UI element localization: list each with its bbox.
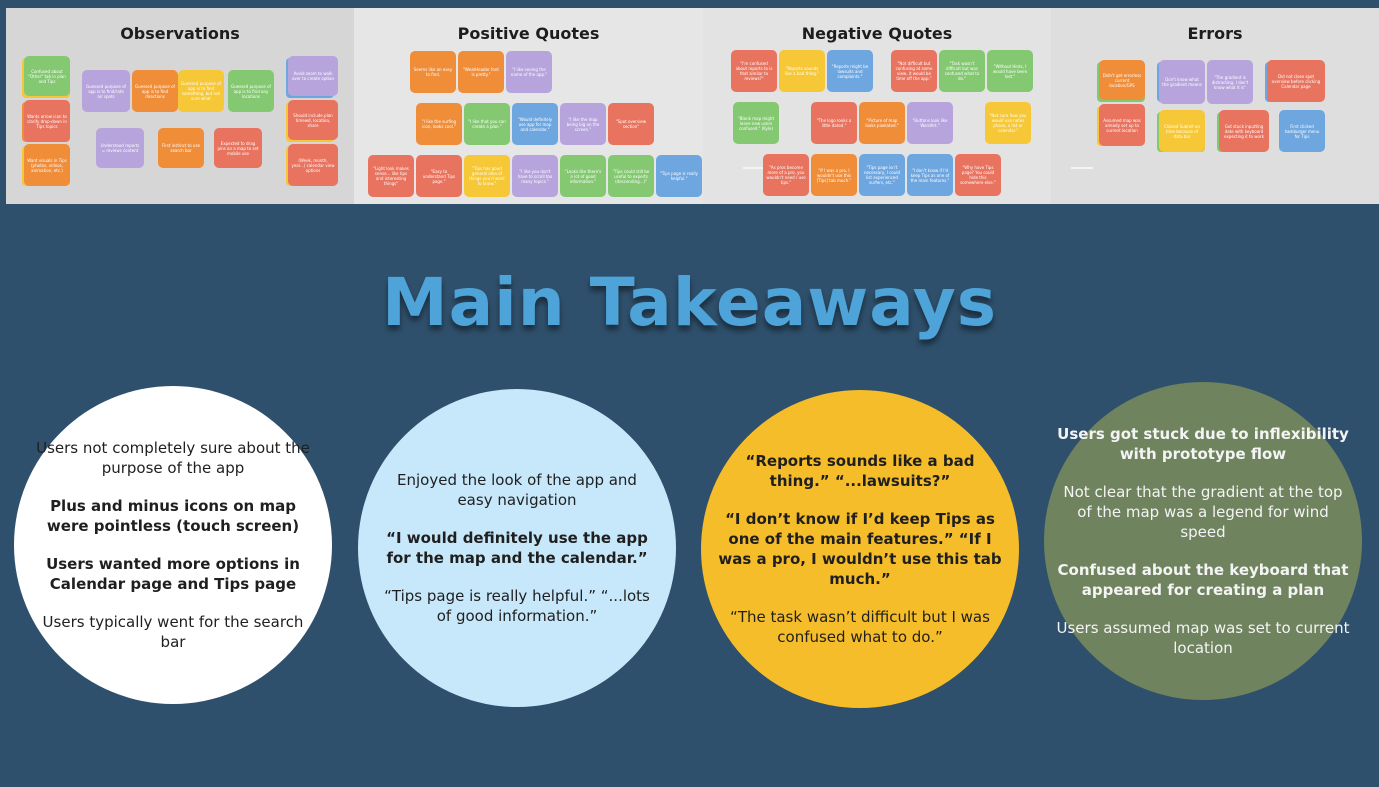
sticky-note: "The logo looks a little dated." — [811, 102, 857, 144]
sticky-note: "I don't know if I'd keep Tips as one of… — [907, 154, 953, 196]
sticky-note: "Tips could still be useful to experts (… — [608, 155, 654, 197]
sticky-note: "I like the map being big on the screen.… — [560, 103, 606, 145]
sticky-note: "Looks like there's a lot of good inform… — [560, 155, 606, 197]
board-positive-quotes: Positive Quotes Seems like an easy to fi… — [354, 8, 703, 204]
sticky-note: "Not sure how you would use notes phase,… — [985, 102, 1031, 144]
sticky-note: "WeatHeader font is pretty." — [458, 51, 504, 93]
takeaway-text: “I don’t know if I’d keep Tips as one of… — [718, 510, 1002, 588]
takeaway-text: Users assumed map was set to current loc… — [1056, 619, 1350, 657]
sticky-note: Got stuck inputting date with keyboard e… — [1219, 110, 1269, 152]
takeaway-text: “Tips page is really helpful.” “...lots … — [384, 587, 650, 625]
board-errors: Errors Didn't get errorless current loca… — [1051, 8, 1379, 204]
sticky-note: (Week, month, year...) calendar view opt… — [288, 144, 338, 186]
takeaway-text: Users not completely sure about the purp… — [36, 439, 310, 477]
takeaway-circle-negative: “Reports sounds like a bad thing.” “...l… — [701, 390, 1019, 708]
sticky-note: "As pros become more of a pro, you would… — [763, 154, 809, 196]
sticky-note: "If I was a pro, I wouldn't use this [Ti… — [811, 154, 857, 196]
sticky-note: "Spot overview section" — [608, 103, 654, 145]
board-observations: Observations Confused about "Other" tab … — [6, 8, 354, 204]
sticky-note: "Buttons look like WordArt." — [907, 102, 953, 144]
sticky-note: Avoid zoom to walk over to create option — [288, 56, 338, 96]
sticky-note: Want visuals in Tips (photos, videos, an… — [24, 144, 70, 186]
sticky-note: Didn't get errorless current location/GP… — [1099, 60, 1145, 100]
takeaway-text: Enjoyed the look of the app and easy nav… — [397, 471, 637, 509]
board-title: Negative Quotes — [801, 24, 953, 43]
sticky-note: Wants arrow icon to clarify drop-down in… — [24, 100, 70, 142]
sticky-note: "Without Hints, I would have been lost." — [987, 50, 1033, 92]
sticky-note: "Light look makes sense... like tips and… — [368, 155, 414, 197]
board-title: Observations — [120, 24, 240, 43]
takeaway-text: Users typically went for the search bar — [42, 613, 304, 651]
sticky-note: Assumed map was already set up to curren… — [1099, 104, 1145, 146]
board-title: Errors — [1187, 24, 1243, 43]
sticky-note: "I'm confused about reports to is that s… — [731, 50, 777, 92]
sticky-note: Expected to drag pins on a map to set mo… — [214, 128, 262, 168]
sticky-note: "The gradient is distracting, I don't kn… — [1207, 60, 1253, 104]
main-title: Main Takeaways — [381, 264, 998, 341]
sticky-note: "I like you don't have to scroll too man… — [512, 155, 558, 197]
sticky-note: "Would definitely use app for map and ca… — [512, 103, 558, 145]
divider-line — [743, 167, 769, 169]
takeaway-text: Plus and minus icons on map were pointle… — [46, 497, 300, 535]
sticky-note: Guessed purpose of app is to find direct… — [132, 70, 178, 112]
sticky-note: Guessed purpose of app is to find/rate a… — [82, 70, 130, 112]
sticky-note: Don't know what the gradient means — [1159, 60, 1205, 104]
sticky-note: First instinct to use search bar — [158, 128, 204, 168]
takeaway-text: “Reports sounds like a bad thing.” “...l… — [745, 452, 975, 490]
sticky-note: Seems like an easy to find. — [410, 51, 456, 93]
sticky-note: "Blank map might leave new users confuse… — [733, 102, 779, 144]
sticky-note: Did not close spot overview before click… — [1267, 60, 1325, 102]
sticky-note: "Tips page isn't necessary, I could list… — [859, 154, 905, 196]
sticky-note: Clicked Submit on time because of data b… — [1159, 110, 1205, 152]
divider-line — [1071, 167, 1093, 169]
sticky-note: First clicked hamburger menu for Tips — [1279, 110, 1325, 152]
sticky-note: "Easy to understand Tips page." — [416, 155, 462, 197]
sticky-note: "Tips page is really helpful." — [656, 155, 702, 197]
takeaway-text: “I would definitely use the app for the … — [386, 529, 648, 567]
takeaway-circle-errors: Users got stuck due to inflexibility wit… — [1044, 382, 1362, 700]
sticky-note: Should include plan timewd, location, sh… — [288, 100, 338, 140]
sticky-note: Understood reports = reviews content — [96, 128, 144, 168]
takeaway-circle-observations: Users not completely sure about the purp… — [14, 386, 332, 704]
takeaway-text: Confused about the keyboard that appeare… — [1057, 561, 1349, 599]
takeaway-text: Users got stuck due to inflexibility wit… — [1057, 425, 1349, 463]
sticky-note: Guessed purpose of app is to find someth… — [178, 70, 224, 112]
takeaway-text: Users wanted more options in Calendar pa… — [46, 555, 300, 593]
board-negative-quotes: Negative Quotes "I'm confused about repo… — [703, 8, 1091, 204]
takeaway-circle-positive: Enjoyed the look of the app and easy nav… — [358, 389, 676, 707]
sticky-note: "I like the surfing icon, looks cool." — [416, 103, 462, 145]
sticky-note: "Picture of map looks pixelated." — [859, 102, 905, 144]
sticky-note: "Why have Tips page? You could hide this… — [955, 154, 1001, 196]
sticky-note: "Reports might be lawsuits and complaint… — [827, 50, 873, 92]
sticky-note: "I like that you can create a plan." — [464, 103, 510, 145]
board-title: Positive Quotes — [457, 24, 600, 43]
affinity-boards: Observations Confused about "Other" tab … — [6, 8, 1379, 204]
sticky-note: "Tips has good general idea of things yo… — [464, 155, 510, 197]
sticky-note: "Reports sounds like a bad thing." — [779, 50, 825, 92]
takeaway-text: “The task wasn’t difficult but I was con… — [730, 608, 990, 646]
sticky-note: "I like seeing the name of the app." — [506, 51, 552, 93]
takeaway-text: Not clear that the gradient at the top o… — [1063, 483, 1343, 541]
sticky-note: Confused about "Other" tab in plan and T… — [24, 56, 70, 96]
sticky-note: "Task wasn't difficult but was confused … — [939, 50, 985, 92]
sticky-note: "Not difficult but confusing at some vie… — [891, 50, 937, 92]
sticky-note: Guessed purpose of app is to find any lo… — [228, 70, 274, 112]
